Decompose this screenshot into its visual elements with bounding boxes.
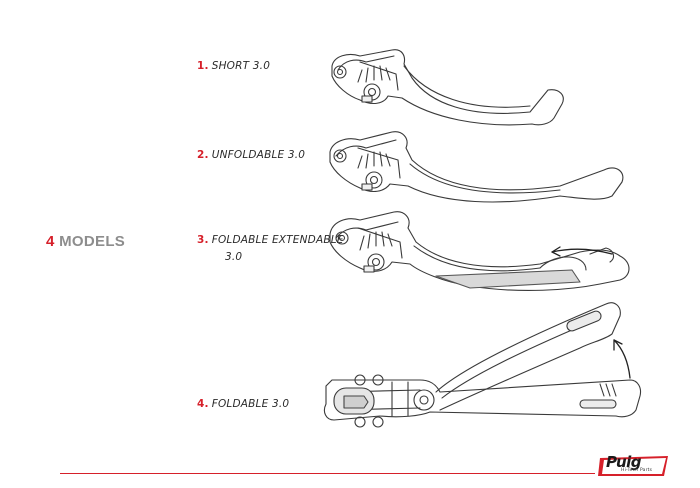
models-count: 4 [46, 233, 55, 250]
model-label-2: 2.UNFOLDABLE 3.0 [197, 147, 305, 164]
lever-foldable-icon [323, 302, 642, 428]
arrow-up-curve-icon [613, 339, 631, 379]
arrow-left-icon [551, 246, 613, 257]
brand-name: Puig [606, 453, 642, 471]
models-heading: 4 MODELS [46, 233, 125, 250]
model-number: 4. [197, 398, 209, 410]
model-name: UNFOLDABLE 3.0 [211, 149, 306, 161]
model-name: SHORT 3.0 [211, 60, 271, 72]
model-label-4: 4.FOLDABLE 3.0 [197, 396, 289, 413]
model-number: 2. [197, 149, 209, 161]
model-number: 3. [197, 234, 209, 246]
model-name-line2: 3.0 [225, 251, 243, 263]
model-name: FOLDABLE EXTENDABLE [211, 234, 344, 246]
model-label-3: 3.FOLDABLE EXTENDABLE 3.0 [197, 232, 344, 266]
models-word: MODELS [59, 233, 126, 250]
model-number: 1. [197, 60, 209, 72]
brand-tagline: Hi-Tech Parts [621, 468, 653, 473]
puig-logo [598, 456, 668, 476]
model-name: FOLDABLE 3.0 [211, 398, 290, 410]
lever-short-icon [331, 49, 564, 126]
lever-foldable-extendable-icon [329, 211, 630, 292]
lever-unfoldable-icon [329, 131, 624, 203]
model-label-1: 1.SHORT 3.0 [197, 58, 270, 75]
footer-divider [60, 473, 595, 474]
